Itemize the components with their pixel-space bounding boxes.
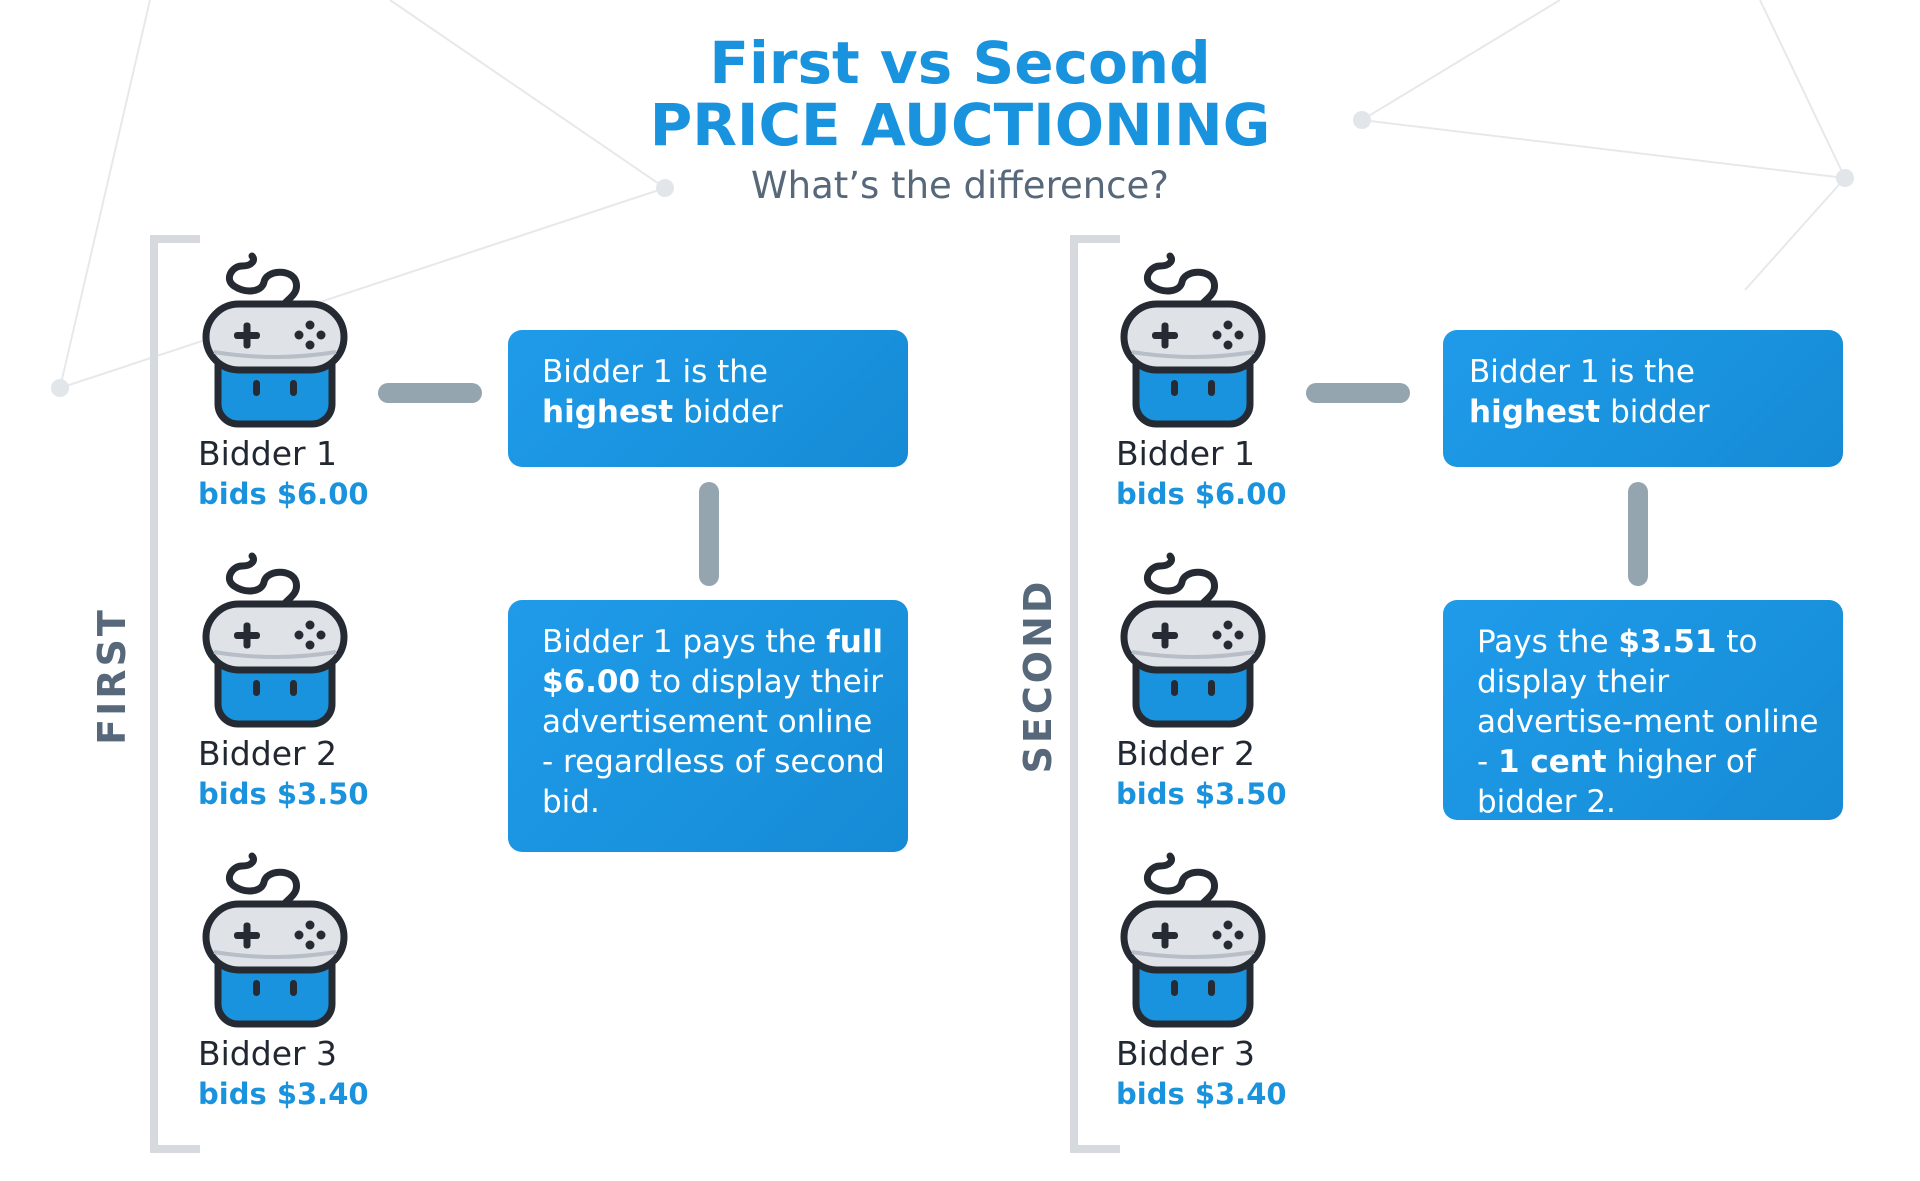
second-connector-horizontal bbox=[1306, 383, 1410, 403]
first-label: FIRST bbox=[90, 607, 134, 745]
second-card-payment: Pays the $3.51 to display their advertis… bbox=[1443, 600, 1843, 820]
gamepad-icon bbox=[1120, 252, 1266, 428]
second-connector-vertical bbox=[1628, 482, 1648, 586]
first-bidder-2: Bidder 2 bids $3.50 bbox=[198, 552, 398, 812]
bidder-bid: bids $3.50 bbox=[198, 777, 369, 811]
second-bidder-1: Bidder 1 bids $6.00 bbox=[1116, 252, 1316, 512]
bidder-name: Bidder 1 bbox=[1116, 434, 1256, 473]
bidder-name: Bidder 2 bbox=[1116, 734, 1256, 773]
second-bracket bbox=[1070, 235, 1120, 1153]
second-bidder-3: Bidder 3 bids $3.40 bbox=[1116, 852, 1316, 1112]
first-bidder-3: Bidder 3 bids $3.40 bbox=[198, 852, 398, 1112]
title-line-2: PRICE AUCTIONING bbox=[649, 91, 1271, 159]
second-label: SECOND bbox=[1016, 578, 1060, 774]
first-bracket bbox=[150, 235, 200, 1153]
gamepad-icon bbox=[202, 252, 348, 428]
bidder-name: Bidder 3 bbox=[1116, 1034, 1256, 1073]
bidder-bid: bids $6.00 bbox=[198, 477, 369, 511]
bidder-name: Bidder 1 bbox=[198, 434, 338, 473]
gamepad-icon bbox=[202, 552, 348, 728]
first-bidder-1: Bidder 1 bids $6.00 bbox=[198, 252, 398, 512]
first-connector-horizontal bbox=[378, 383, 482, 403]
gamepad-icon bbox=[1120, 552, 1266, 728]
first-connector-vertical bbox=[699, 482, 719, 586]
gamepad-icon bbox=[202, 852, 348, 1028]
second-card-highest-bidder: Bidder 1 is the highest bidder bbox=[1443, 330, 1843, 467]
subtitle: What’s the difference? bbox=[751, 164, 1169, 207]
bidder-name: Bidder 2 bbox=[198, 734, 338, 773]
first-card-highest-bidder: Bidder 1 is the highest bidder bbox=[508, 330, 908, 467]
bidder-bid: bids $3.40 bbox=[198, 1077, 369, 1111]
header: First vs Second PRICE AUCTIONING What’s … bbox=[0, 32, 1920, 210]
second-bidder-2: Bidder 2 bids $3.50 bbox=[1116, 552, 1316, 812]
bidder-bid: bids $6.00 bbox=[1116, 477, 1287, 511]
gamepad-icon bbox=[1120, 852, 1266, 1028]
bidder-bid: bids $3.50 bbox=[1116, 777, 1287, 811]
first-card-payment: Bidder 1 pays the full $6.00 to display … bbox=[508, 600, 908, 852]
bidder-bid: bids $3.40 bbox=[1116, 1077, 1287, 1111]
title-line-1: First vs Second bbox=[709, 29, 1211, 97]
bidder-name: Bidder 3 bbox=[198, 1034, 338, 1073]
